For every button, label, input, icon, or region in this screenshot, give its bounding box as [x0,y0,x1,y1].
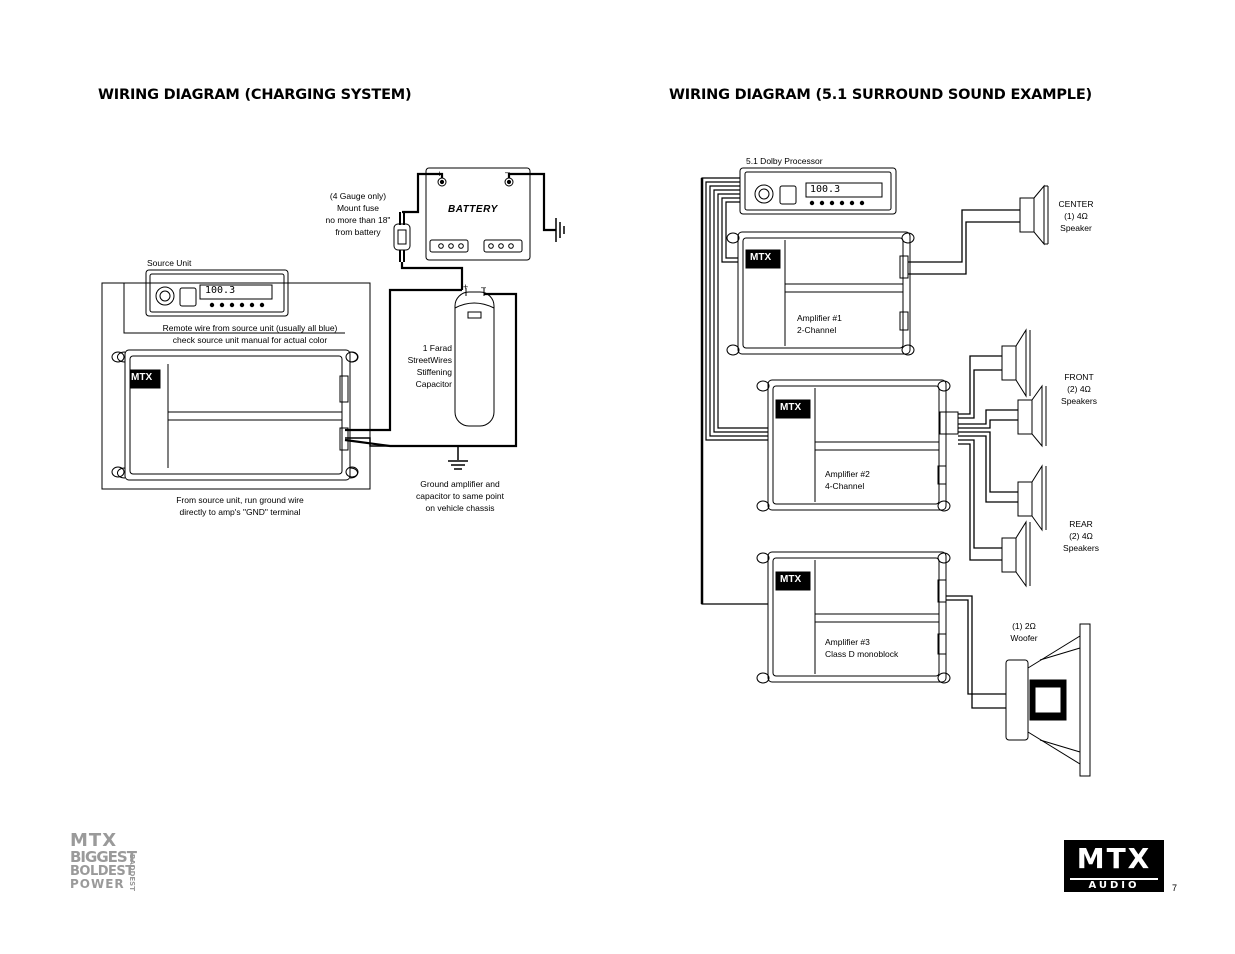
front-speakers-label: FRONT (2) 4Ω Speakers [1061,372,1097,406]
amp-logo-left: MTX [131,372,153,383]
amp2-label: Amplifier #2 4-Channel [825,469,870,491]
speaker-front-2 [1017,384,1047,448]
slogan-logo: MTX BIGGEST BOLDEST POWER BADDEST [70,830,137,891]
source-unit-label: Source Unit [147,258,192,268]
amp1-label: Amplifier #1 2-Channel [797,313,842,335]
amp1-logo: MTX [750,252,772,263]
remote-wire-note: Remote wire from source unit (usually al… [162,323,338,345]
ground-source-note: From source unit, run ground wire direct… [176,495,304,517]
speaker-rear-2 [1001,520,1031,588]
processor-display: 100.3 [810,184,841,195]
page-number: 7 [1172,883,1178,893]
amplifier-3 [756,551,951,684]
battery-plus: + [437,169,443,179]
subwoofer [1005,623,1091,777]
amp2-logo: MTX [780,402,802,413]
capacitor-minus: – [481,282,487,292]
left-diagram-title: WIRING DIAGRAM (CHARGING SYSTEM) [98,87,412,103]
capacitor-note: 1 Farad StreetWires Stiffening Capacitor [407,343,452,389]
battery-minus: – [505,167,511,177]
amplifier-1 [726,231,915,356]
processor-label: 5.1 Dolby Processor [746,156,823,166]
amplifier-2 [756,379,959,512]
speaker-front-1 [1001,328,1031,398]
dolby-processor [739,167,897,215]
battery [425,167,531,261]
amp3-logo: MTX [780,574,802,585]
amplifier-left [111,349,359,481]
capacitor [454,288,495,427]
mtx-audio-logo: MTX AUDIO [1064,840,1164,892]
source-unit [145,269,289,317]
amp3-label: Amplifier #3 Class D monoblock [825,637,899,659]
head-unit-display: 100.3 [205,285,236,296]
speaker-center [1019,184,1049,246]
capacitor-plus: + [463,282,469,292]
right-diagram-title: WIRING DIAGRAM (5.1 SURROUND SOUND EXAMP… [669,87,1092,103]
ground-amp-note: Ground amplifier and capacitor to same p… [416,479,504,513]
center-speaker-label: CENTER (1) 4Ω Speaker [1058,199,1094,233]
woofer-label: (1) 2Ω Woofer [1010,621,1038,643]
rear-speakers-label: REAR (2) 4Ω Speakers [1063,519,1099,553]
fuse-note: (4 Gauge only) Mount fuse no more than 1… [325,191,391,237]
fuse-holder [393,212,411,262]
speaker-rear-1 [1017,464,1047,532]
battery-label: BATTERY [448,204,498,215]
